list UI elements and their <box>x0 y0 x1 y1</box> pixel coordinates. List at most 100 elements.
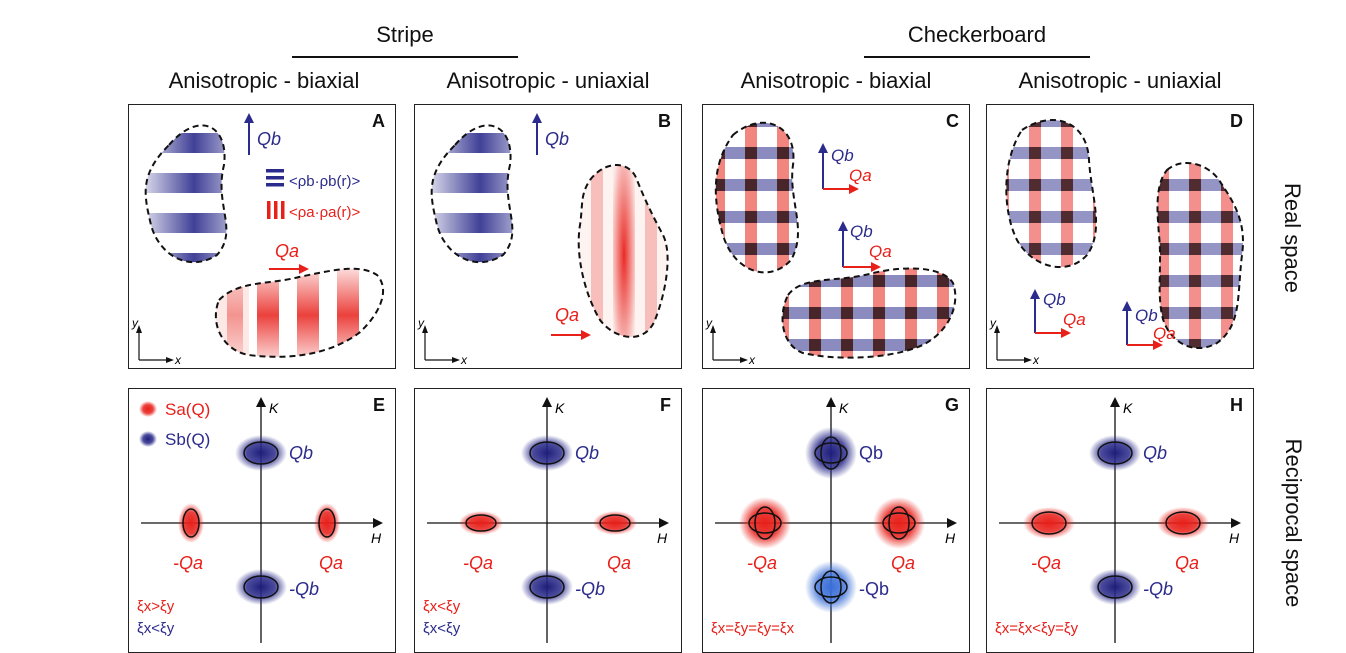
blue-stripe-domain-b <box>430 124 514 264</box>
blue-stripe-domain <box>144 124 228 264</box>
svg-text:Qa: Qa <box>1063 310 1086 329</box>
panel-D-graphic: Qb Qa Qb Qa y x <box>989 119 1244 367</box>
legend-rho-b-text: <ρb·ρb(r)> <box>289 173 360 190</box>
panel-D: D Qb Qa <box>986 104 1254 369</box>
panel-label-A: A <box>372 111 385 131</box>
qa-label-b: Qa <box>555 305 579 325</box>
y-axis-label: y <box>131 316 139 330</box>
panel-label-G: G <box>944 395 959 415</box>
svg-text:Qb: Qb <box>289 443 313 463</box>
svg-text:Qa: Qa <box>1175 553 1199 573</box>
qa-arrowhead <box>299 264 309 274</box>
checkerboard-rule <box>864 56 1090 58</box>
panel-G-graphic: K H Qb -Qb -Qa Qa ξx=ξy=ξy=ξx <box>711 397 957 643</box>
panel-C-graphic: Qb Qa Qb Qa y x <box>705 121 957 367</box>
vector-pair-d1: Qb Qa <box>1030 289 1086 338</box>
svg-text:-Qa: -Qa <box>747 553 777 573</box>
peak-qb-g <box>805 427 857 479</box>
svg-text:Qa: Qa <box>1153 324 1176 343</box>
peak-neg-qb-g <box>805 561 857 613</box>
vector-pair-c1: Qb Qa <box>818 143 872 194</box>
panel-label-D: D <box>1230 111 1243 131</box>
checker-domain-d1 <box>1005 119 1098 268</box>
panel-B: B <box>414 104 682 369</box>
panel-F: F K H Qb -Qb -Qa Qa ξx<ξy ξx<ξy <box>414 388 682 653</box>
panel-label-E: E <box>372 395 385 415</box>
stripe-rule <box>292 56 518 58</box>
vector-pair-d2: Qb Qa <box>1122 301 1176 350</box>
vector-pair-c2: Qb Qa <box>838 221 892 272</box>
svg-text:-Qb: -Qb <box>575 579 605 599</box>
panel-F-graphic: K H Qb -Qb -Qa Qa ξx<ξy ξx<ξy <box>423 397 669 643</box>
legend-rho-a: <ρa·ρa(r)> <box>267 201 360 221</box>
peak-neg-qb-f <box>521 569 573 605</box>
svg-text:-Qb: -Qb <box>859 579 889 599</box>
svg-text:x: x <box>1032 353 1040 367</box>
svg-text:x: x <box>460 353 468 367</box>
panel-A-graphic: Qb <ρb·ρb(r)> <ρa·ρa(r)> Qa y x <box>131 113 384 367</box>
peak-neg-qa <box>178 503 204 543</box>
relation-f-blue: ξx<ξy <box>423 620 461 637</box>
svg-text:Qa: Qa <box>319 553 343 573</box>
relation-e-red: ξx>ξy <box>137 598 175 615</box>
x-axis-label: x <box>174 353 182 367</box>
reciprocal-space-label: Reciprocal space <box>1281 438 1306 608</box>
relation-g: ξx=ξy=ξy=ξx <box>711 620 795 637</box>
panel-G: G K H Qb -Qb -Qa Qa ξx=ξy <box>702 388 970 653</box>
relation-e-blue: ξx<ξy <box>137 620 175 637</box>
legend-sa-marker <box>139 401 157 417</box>
peak-qb-f <box>521 435 573 471</box>
red-stripe-domain <box>214 267 384 358</box>
legend-rho-b: <ρb·ρb(r)> <box>266 169 360 190</box>
legend-sb-text: Sb(Q) <box>165 430 210 449</box>
xy-axes-d: y x <box>989 316 1040 367</box>
svg-text:K: K <box>269 400 279 416</box>
xy-axes: y x <box>131 316 182 367</box>
qa-label: Qa <box>275 241 299 261</box>
svg-text:y: y <box>417 316 425 330</box>
stripe-header: Stripe <box>376 22 434 47</box>
xy-axes-b: y x <box>417 316 468 367</box>
checker-domain-c2 <box>781 267 957 359</box>
legend-sb-marker <box>139 431 157 447</box>
peak-qa <box>314 503 340 543</box>
panel-C: C Qb Qa <box>702 104 970 369</box>
panel-label-F: F <box>660 395 671 415</box>
panel-label-C: C <box>946 111 959 131</box>
qb-label-b: Qb <box>545 129 569 149</box>
panel-label-H: H <box>1230 395 1243 415</box>
svg-text:Qb: Qb <box>1135 306 1158 325</box>
svg-text:Qa: Qa <box>891 553 915 573</box>
svg-text:Qa: Qa <box>869 242 892 261</box>
column-header-3: Anisotropic - biaxial <box>740 68 932 93</box>
svg-text:H: H <box>1229 530 1240 546</box>
xy-axes-c: y x <box>705 316 756 367</box>
peak-qa-g <box>873 497 925 549</box>
svg-text:Qb: Qb <box>575 443 599 463</box>
svg-text:-Qb: -Qb <box>289 579 319 599</box>
svg-text:Qa: Qa <box>849 166 872 185</box>
panel-E: E K H Sa(Q) Sb(Q) Qb -Qb -Qa Qa ξx>ξy ξx… <box>128 388 396 653</box>
svg-text:x: x <box>748 353 756 367</box>
panel-H: H K H Qb -Qb -Qa Qa ξx=ξx<ξy=ξy <box>986 388 1254 653</box>
column-header-4: Anisotropic - uniaxial <box>1018 68 1222 93</box>
panel-E-graphic: K H Sa(Q) Sb(Q) Qb -Qb -Qa Qa ξx>ξy ξx<ξ… <box>137 397 383 643</box>
column-header-2: Anisotropic - uniaxial <box>446 68 650 93</box>
svg-text:Qb: Qb <box>1043 290 1066 309</box>
peak-qb-h <box>1089 435 1141 471</box>
svg-text:Qb: Qb <box>850 222 873 241</box>
svg-text:K: K <box>839 400 849 416</box>
column-header-1: Anisotropic - biaxial <box>168 68 360 93</box>
svg-text:Qb: Qb <box>1143 443 1167 463</box>
svg-text:Qa: Qa <box>607 553 631 573</box>
legend-sa-text: Sa(Q) <box>165 400 210 419</box>
svg-text:H: H <box>371 530 382 546</box>
svg-text:-Qa: -Qa <box>1031 553 1061 573</box>
panel-B-graphic: Qb Qa y x <box>417 113 669 367</box>
panel-A: A <box>128 104 396 369</box>
peak-neg-qa-g <box>739 497 791 549</box>
peak-qb <box>235 435 287 471</box>
svg-text:H: H <box>657 530 668 546</box>
peak-neg-qb <box>235 569 287 605</box>
checkerboard-header: Checkerboard <box>907 22 1047 47</box>
